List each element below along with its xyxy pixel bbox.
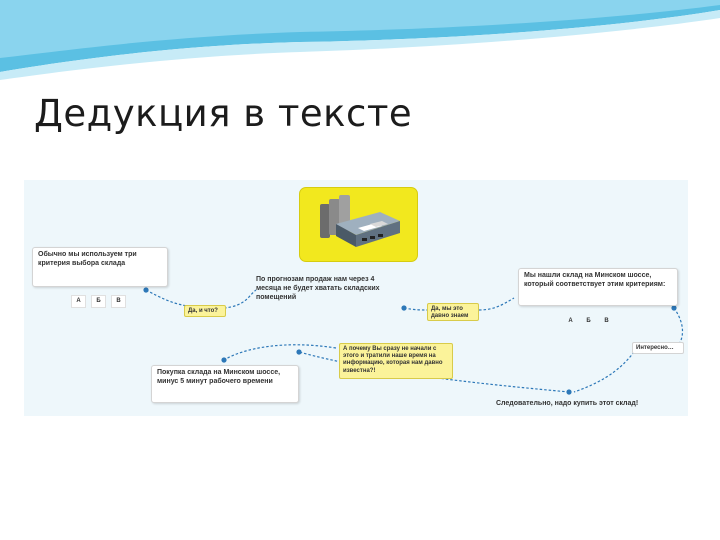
conclusion-text: Следовательно, надо купить этот склад!	[496, 400, 639, 407]
slide-title: Дедукция в тексте	[34, 92, 413, 135]
note-da-i-chto-text: Да, и что?	[188, 308, 218, 314]
deduction-diagram: Обычно мы используем три критерия выбора…	[24, 180, 688, 416]
note-da-i-chto: Да, и что?	[184, 305, 226, 317]
found-labels: А Б В	[564, 316, 613, 327]
criteria-labels: А Б В	[71, 295, 126, 308]
warehouse-icon-card	[299, 187, 418, 262]
criteria-label-v: В	[111, 295, 126, 308]
header-wave	[0, 0, 720, 80]
found-text: Мы нашли склад на Минском шоссе, который…	[524, 272, 666, 288]
found-box: Мы нашли склад на Минском шоссе, который…	[518, 268, 678, 306]
purchase-box: Покупка склада на Минском шоссе, минус 5…	[151, 365, 299, 403]
purchase-text: Покупка склада на Минском шоссе, минус 5…	[157, 369, 281, 385]
criteria-label-b: Б	[91, 295, 106, 308]
note-interesno-text: Интересно…	[636, 345, 674, 351]
note-davno-znaem: Да, мы это давно знаем	[427, 303, 479, 321]
found-label-a: А	[568, 318, 573, 324]
found-label-v: В	[604, 318, 609, 324]
criteria-label-a: А	[71, 295, 86, 308]
forecast-text: По прогнозам продаж нам через 4 месяца н…	[256, 276, 380, 301]
criteria-box: Обычно мы используем три критерия выбора…	[32, 247, 168, 287]
note-interesno: Интересно…	[632, 342, 684, 354]
warehouse-icon	[320, 195, 400, 247]
criteria-text: Обычно мы используем три критерия выбора…	[38, 251, 137, 267]
note-davno-znaem-text: Да, мы это давно знаем	[431, 306, 469, 320]
note-why-text: А почему Вы сразу не начали с этого и тр…	[343, 346, 443, 374]
found-label-b: Б	[586, 318, 591, 324]
note-why: А почему Вы сразу не начали с этого и тр…	[339, 343, 453, 379]
